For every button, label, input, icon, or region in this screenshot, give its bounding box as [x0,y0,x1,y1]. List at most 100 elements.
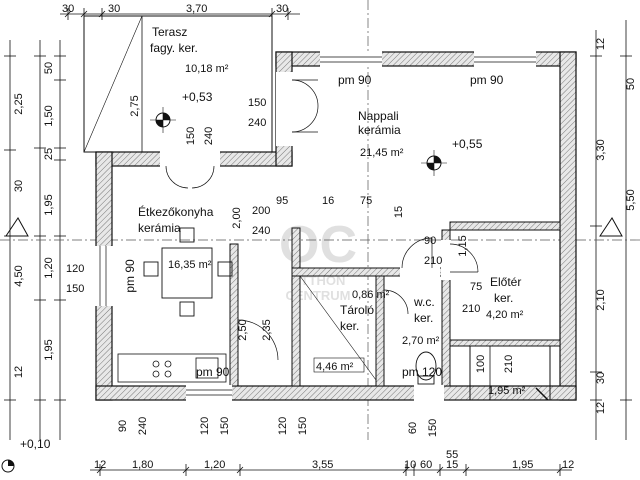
dim-terrace-150: 150 [185,127,197,145]
dim-bottom-8: 1,95 [512,459,533,471]
living-name: Nappali [358,109,399,123]
dim-right-6: 12 [595,402,607,414]
terrace-area: 10,18 m² [185,63,229,75]
watermark-line1: OTTHON [291,273,346,288]
dim-right-1: 12 [595,38,607,50]
storage-finish: ker. [340,319,359,333]
axis-lines [0,0,640,440]
dim-b90: 90 [117,420,129,432]
wc-finish: ker. [414,311,433,325]
dim-bottom-over: 55 [446,449,458,461]
dim-16: 16 [322,195,334,207]
dim-right-3: 5,50 [625,189,637,210]
dim-210: 210 [424,255,442,267]
porch-area: 1,95 m² [488,385,526,397]
hall-area: 4,46 m² [316,361,354,373]
kitchen-sill-bottom: pm 90 [196,365,230,379]
dim-210c: 210 [503,355,515,373]
dim-left-5: 30 [13,180,25,192]
terrace-level: +0,53 [182,90,213,104]
dining-table [143,227,233,317]
dim-terrace-275: 2,75 [129,95,141,116]
dim-left-1: 2,25 [13,93,25,114]
terrace-finish: fagy. ker. [150,41,198,55]
section-marker-left [5,217,29,237]
axis-markers [5,217,623,237]
dim-bottom-3: 1,20 [204,459,225,471]
interior-walls [229,221,561,387]
dim-top-3: 3,70 [186,3,207,15]
dim-right-7: 50 [625,78,637,90]
dim-bottom-7: 15 [446,459,458,471]
kitchen-name: Étkezőkonyha [138,204,214,219]
dim-b150b: 150 [297,417,309,435]
windows [99,56,536,396]
dim-bottom-6: 60 [420,459,432,471]
kitchen-area: 16,35 m² [168,259,212,271]
entry-name: Előtér [490,275,521,289]
dim-bottom-9: 12 [562,459,574,471]
dim-bottom-1: 12 [94,459,106,471]
wc-name: w.c. [413,295,435,309]
wc-fittings [415,351,437,385]
dim-terr-door-150: 150 [248,97,266,109]
kitchen-finish: kerámia [138,221,181,235]
dim-left-4: 25 [43,148,55,160]
wc-sill: pm 120 [402,365,442,379]
dim-kit-120: 120 [66,263,84,275]
dim-b120a: 120 [199,417,211,435]
dim-90: 90 [424,235,436,247]
porch [469,345,551,401]
living-level: +0,55 [452,137,483,151]
storage-name: Tároló [340,303,374,317]
level-marker-living [421,150,447,176]
dim-left-8: 1,20 [43,257,55,278]
dim-kit-150: 150 [66,283,84,295]
living-finish: kerámia [358,123,401,137]
dim-100: 100 [475,355,487,373]
dim-bottom-2: 1,80 [132,459,153,471]
dim-b150c: 150 [427,419,439,437]
dim-b60: 60 [407,422,419,434]
dim-75: 75 [360,195,372,207]
dim-kit-240: 240 [252,225,270,237]
dim-75b: 75 [470,281,482,293]
entry-area: 4,20 m² [486,309,524,321]
living-area: 21,45 m² [360,147,404,159]
kitchen-sill-side: pm 90 [123,259,137,293]
openings [95,51,536,401]
dim-210b: 210 [462,303,480,315]
wc-area: 2,70 m² [402,335,440,347]
dim-left-2: 50 [43,62,55,74]
watermark-logo: OC [279,216,357,274]
dim-chain-top [60,8,300,20]
outside-level: +0,10 [20,437,51,451]
dim-b240: 240 [137,417,149,435]
dim-95: 95 [276,195,288,207]
dim-terrace-240: 240 [203,127,215,145]
dim-top-1: 30 [62,3,74,15]
dim-bottom-5: 10 [404,459,416,471]
level-marker-terrace [150,107,176,133]
level-marker-outside [1,459,15,473]
dim-bottom-4: 3,55 [312,459,333,471]
dim-left-10: 12 [13,366,25,378]
dim-chain-right [590,20,632,440]
kitchen-fittings [117,353,227,383]
dim-right-2: 3,30 [595,139,607,160]
storage-area: 0,86 m² [352,289,390,301]
section-marker-right [599,217,623,237]
living-sill-a: pm 90 [338,73,372,87]
dim-left-6: 1,95 [43,194,55,215]
dim-right-4: 2,10 [595,289,607,310]
dim-kit-200: 200 [252,205,270,217]
dim-b120b: 120 [277,417,289,435]
dim-left-3: 1,50 [43,105,55,126]
dim-kit-200v: 2,00 [231,207,243,228]
dim-115: 1,15 [457,235,469,256]
dim-235: 2,35 [261,319,273,340]
entry-finish: ker. [494,291,513,305]
living-sill-b: pm 90 [470,73,504,87]
dim-b150a: 150 [219,417,231,435]
